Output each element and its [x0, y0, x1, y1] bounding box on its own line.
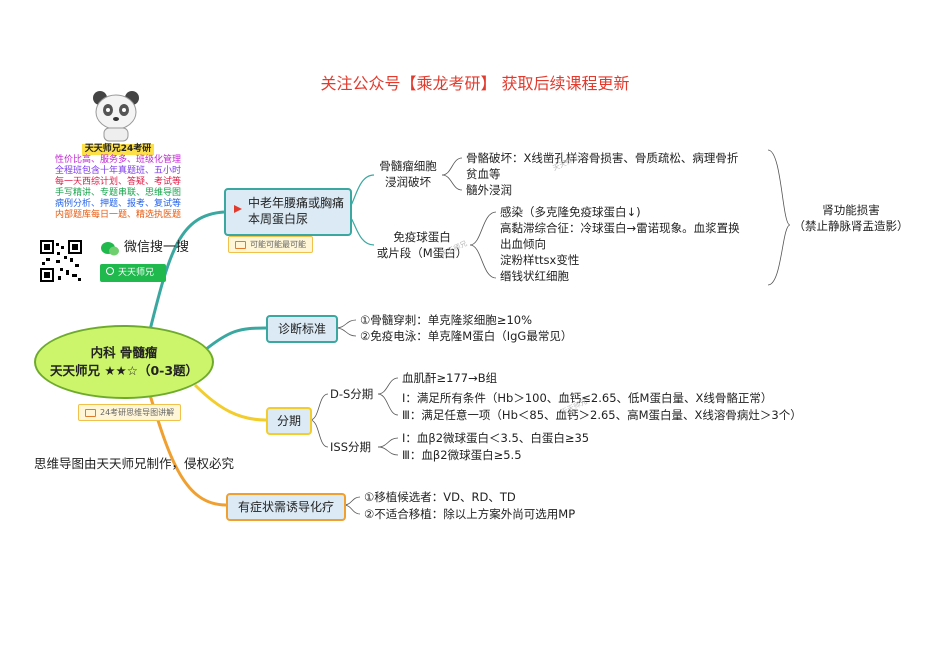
root-tag-label: 24考研思维导图讲解	[100, 408, 175, 417]
branch-treatment[interactable]: 有症状需诱导化疗	[226, 493, 346, 521]
diagnosis-item: ①骨髓穿刺：单克隆浆细胞≥10%	[360, 313, 533, 327]
iss-item: Ⅲ：血β2微球蛋白≥5.5	[402, 448, 522, 462]
flag-icon	[234, 205, 242, 213]
diagnosis-item: ②免疫电泳：单克隆M蛋白（IgG最常见）	[360, 329, 573, 343]
promo-line: 每一天西综计划、答疑、考试等	[54, 177, 181, 187]
promo-line: 内部题库每日一题、精选执医题	[54, 210, 181, 220]
wechat-search-box[interactable]: 天天师兄	[100, 264, 166, 282]
immune-item: 感染（多克隆免疫球蛋白↓)	[500, 205, 641, 219]
note-icon	[85, 408, 96, 417]
immune-node[interactable]: 免疫球蛋白 或片段（M蛋白）	[376, 230, 468, 260]
promo-line: 全程班包含十年真题班、五小时	[54, 166, 181, 176]
symptom-tag: 可能可能最可能	[228, 236, 313, 253]
immune-item: 高黏滞综合征：冷球蛋白→雷诺现象。血浆置换	[500, 221, 740, 235]
treatment-item: ①移植候选者：VD、RD、TD	[364, 490, 516, 504]
promo-line: 性价比高、服务多、班级化管理	[54, 155, 181, 165]
branch-staging[interactable]: 分期	[266, 407, 312, 435]
root-tag: 24考研思维导图讲解	[78, 404, 182, 421]
banner-text: 关注公众号【乘龙考研】 获取后续课程更新	[320, 74, 630, 93]
search-icon	[106, 267, 114, 275]
root-title: 内科 骨髓瘤	[90, 345, 158, 360]
symptom-tag-label: 可能可能最可能	[250, 240, 306, 249]
ds-item: Ⅰ：满足所有条件（Hb＞100、血钙≤2.65、低M蛋白量、X线骨骼正常）	[402, 391, 773, 405]
ds-staging-node[interactable]: D-S分期	[330, 387, 374, 401]
root-subtitle: 天天师兄 ★★☆（0-3题）	[49, 363, 199, 378]
marrow-item: 贫血等	[466, 167, 501, 181]
wechat-search-label: 微信搜一搜	[124, 240, 190, 255]
immune-item: 出血倾向	[500, 237, 546, 251]
marrow-item: 骨骼破坏：X线凿孔样溶骨损害、骨质疏松、病理骨折	[466, 151, 739, 165]
treatment-item: ②不适合移植：除以上方案外尚可选用MP	[364, 507, 576, 521]
promo-line: 病例分析、押题、报考、复试等	[54, 199, 181, 209]
ds-item: Ⅲ：满足任意一项（Hb＜85、血钙＞2.65、高M蛋白量、X线溶骨病灶＞3个）	[402, 408, 802, 422]
root-node[interactable]: 内科 骨髓瘤 天天师兄 ★★☆（0-3题）	[34, 325, 214, 399]
immune-item: 缗钱状红细胞	[500, 269, 569, 283]
wechat-search-value: 天天师兄	[118, 268, 155, 278]
branch-diagnosis[interactable]: 诊断标准	[266, 315, 338, 343]
ds-item: 血肌酐≥177→B组	[402, 371, 498, 385]
promo-lines: 性价比高、服务多、班级化管理全程班包含十年真题班、五小时每一天西综计划、答疑、考…	[38, 155, 198, 221]
promo-line: 手写精讲、专题串联、思维导图	[54, 188, 181, 198]
promo-block: 天天师兄24考研 性价比高、服务多、班级化管理全程班包含十年真题班、五小时每一天…	[38, 144, 198, 221]
note-icon	[235, 240, 246, 249]
renal-node[interactable]: 肾功能损害 （禁止静脉肾盂造影）	[793, 203, 909, 233]
panda-mascot-icon	[93, 91, 139, 142]
qr-code-icon[interactable]	[40, 240, 82, 282]
copyright-text: 思维导图由天天师兄制作，侵权必究	[34, 456, 235, 471]
wechat-icon	[101, 242, 119, 256]
branch-symptom[interactable]: 中老年腰痛或胸痛 本周蛋白尿	[224, 188, 352, 236]
immune-item: 淀粉样ttsx变性	[500, 253, 580, 267]
promo-title: 天天师兄24考研	[81, 144, 155, 155]
iss-staging-node[interactable]: ISS分期	[330, 440, 371, 454]
iss-item: Ⅰ：血β2微球蛋白＜3.5、白蛋白≥35	[402, 431, 590, 445]
branch-symptom-label: 中老年腰痛或胸痛 本周蛋白尿	[248, 196, 345, 226]
marrow-item: 髓外浸润	[466, 183, 512, 197]
marrow-node[interactable]: 骨髓瘤细胞 浸润破坏	[379, 159, 437, 189]
